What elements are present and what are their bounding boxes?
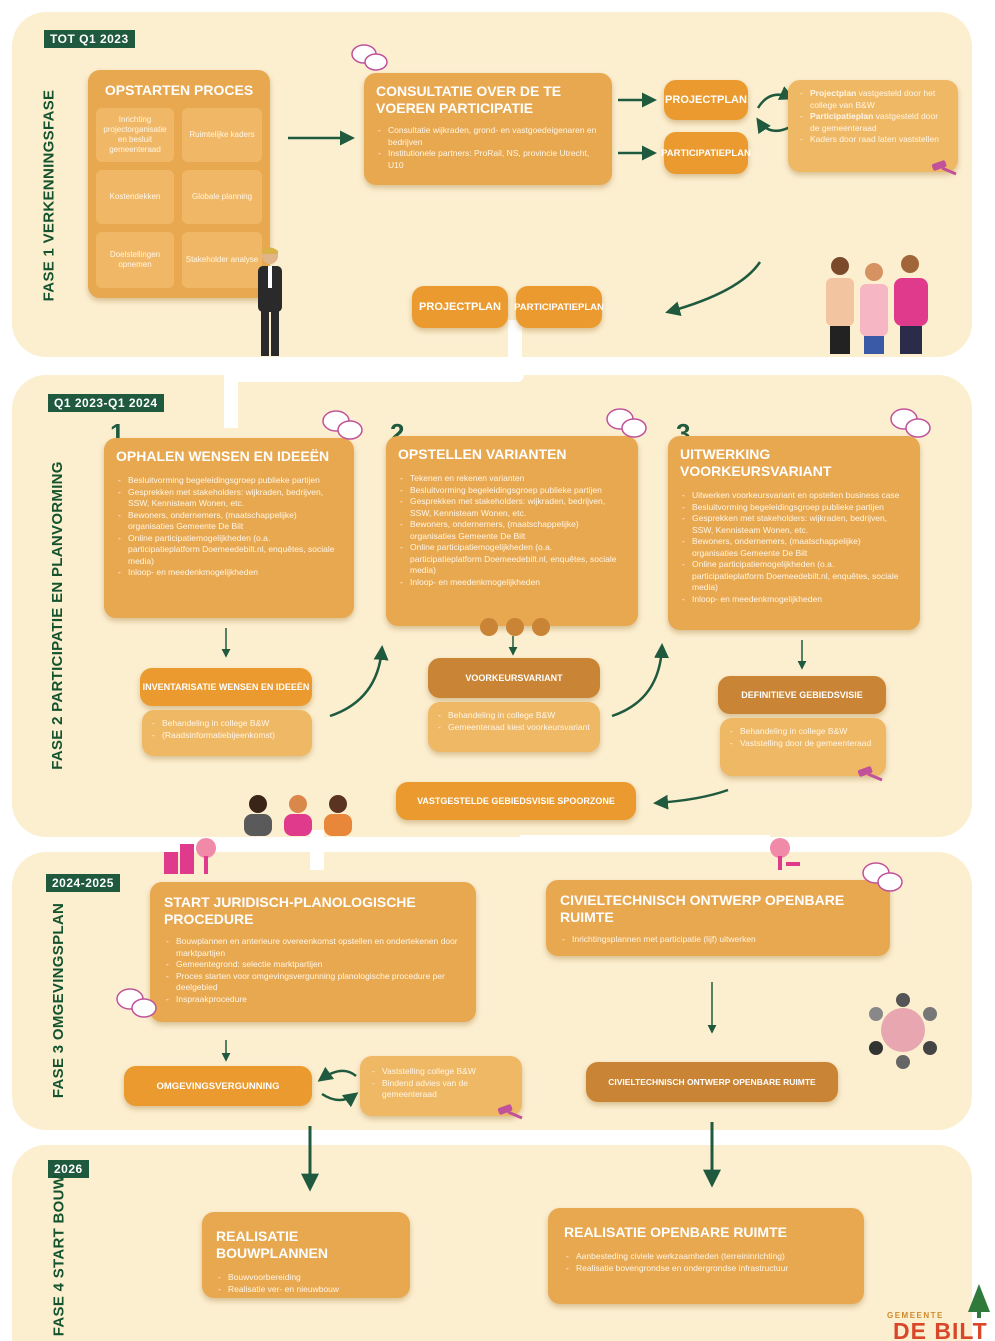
vaststelling-item: Participatieplan vastgesteld door de gem… (798, 111, 948, 134)
connector (310, 830, 324, 870)
vaststelling-item: Kaders door raad laten vaststellen (798, 134, 948, 146)
inventarisatie-besluit-box: Behandeling in college B&W (Raadsinforma… (142, 710, 312, 756)
voorkeursvariant-besluit-box: Behandeling in college B&W Gemeenteraad … (428, 702, 600, 752)
logo-gemeente: GEMEENTE (887, 1311, 944, 1320)
ophalen-item: Bewoners, ondernemers, (maatschappelijke… (116, 510, 342, 533)
speech-bubble-icon (890, 408, 931, 438)
variant-dot (532, 618, 550, 636)
bouw-item: Bouwvoorbereiding (216, 1272, 396, 1284)
varianten-item: Tekenen en rekenen varianten (398, 473, 626, 485)
juridisch-planologische-box: START JURIDISCH-PLANOLOGISCHE PROCEDURE … (150, 882, 476, 1022)
openbaar-item: Realisatie bovengrondse en ondergrondse … (564, 1263, 848, 1275)
definitieve-gebiedsvisie-box: DEFINITIEVE GEBIEDSVISIE (718, 676, 886, 714)
variant-dot (506, 618, 524, 636)
logo-de-bilt: DE BILT (893, 1318, 988, 1341)
consultatie-box: CONSULTATIE OVER DE TE VOEREN PARTICIPAT… (364, 73, 612, 185)
people-icon (244, 795, 352, 836)
phase-2-tag: Q1 2023-Q1 2024 (48, 394, 164, 412)
speech-bubble-icon (116, 988, 157, 1018)
businessman-icon (258, 247, 282, 356)
participatieplan-box-2: PARTICIPATIEPLAN (514, 286, 604, 328)
bouw-item: Realisatie ver- en nieuwbouw (216, 1284, 396, 1296)
civieltechnisch-ontwerp-box: CIVIELTECHNISCH ONTWERP OPENBARE RUIMTE … (546, 880, 890, 956)
meeting-table-icon (869, 993, 937, 1069)
uitwerking-item: Inloop- en meedenkmogelijkheden (680, 594, 908, 606)
vaststelling-box: Projectplan vastgesteld door het college… (788, 80, 958, 172)
projectplan-box: PROJECTPLAN (664, 80, 748, 120)
inventarisatie-box: INVENTARISATIE WENSEN EN IDEEËN (140, 668, 312, 706)
speech-bubble-icon (351, 44, 388, 71)
phase-1-tag: TOT Q1 2023 (44, 30, 135, 48)
ophalen-item: Online participatiemogelijkheden (o.a. p… (116, 533, 342, 568)
connector (224, 368, 524, 382)
speech-bubble-icon (606, 408, 647, 438)
connector (520, 835, 770, 847)
varianten-item: Inloop- en meedenkmogelijkheden (398, 577, 626, 589)
varianten-item: Gesprekken met stakeholders: wijkraden, … (398, 496, 626, 519)
people-group-icon (826, 255, 928, 354)
juridisch-item: Proces starten voor omgevingsvergunning … (164, 971, 462, 994)
varianten-item: Online participatiemogelijkheden (o.a. p… (398, 542, 626, 577)
realisatie-bouwplannen-box: REALISATIE BOUWPLANNEN Bouwvoorbereiding… (202, 1212, 410, 1298)
opstarten-cell: Ruimtelijke kaders (182, 108, 262, 162)
civieltechnisch-result-box: CIVIELTECHNISCH ONTWERP OPENBARE RUIMTE (586, 1062, 838, 1102)
openbaar-item: Aanbesteding civiele werkzaamheden (terr… (564, 1251, 848, 1263)
speech-bubble-icon (322, 410, 363, 440)
gavel-icon (497, 1104, 523, 1120)
ophalen-item: Besluitvorming begeleidingsgroep publiek… (116, 475, 342, 487)
variant-dot (480, 618, 498, 636)
omgevingsvergunning-box: OMGEVINGSVERGUNNING (124, 1066, 312, 1106)
opstarten-cell: Stakeholder analyse (182, 232, 262, 288)
connector (508, 320, 522, 380)
projectplan-box-2: PROJECTPLAN (412, 286, 508, 328)
uitwerking-item: Besluitvorming begeleidingsgroep publiek… (680, 502, 908, 514)
speech-bubble-icon (862, 862, 903, 892)
consultatie-item: Consultatie wijkraden, grond- en vastgoe… (376, 125, 600, 148)
tree-bench-icon (770, 838, 800, 870)
varianten-item: Bewoners, ondernemers, (maatschappelijke… (398, 519, 626, 542)
participatieplan-box: PARTICIPATIEPLAN (661, 132, 751, 174)
vaststelling-item: Projectplan vastgesteld door het college… (798, 88, 948, 111)
realisatie-openbare-ruimte-box: REALISATIE OPENBARE RUIMTE Aanbesteding … (548, 1208, 864, 1304)
civiel-item: Inrichtingsplannen met participatie (lij… (560, 934, 876, 946)
ophalen-wensen-box: OPHALEN WENSEN EN IDEEËN Besluitvorming … (104, 438, 354, 618)
uitwerking-item: Uitwerken voorkeursvariant en opstellen … (680, 490, 908, 502)
omgevingsvergunning-besluit-box: Vaststelling college B&W Bindend advies … (360, 1056, 522, 1116)
connector (224, 368, 238, 428)
gavel-icon (857, 766, 883, 782)
opstarten-cell: Inrichting projectorganisatie en besluit… (96, 108, 174, 162)
ophalen-item: Inloop- en meedenkmogelijkheden (116, 567, 342, 579)
opstarten-cell: Doelstellingen opnemen (96, 232, 174, 288)
juridisch-item: Inspraakprocedure (164, 994, 462, 1006)
varianten-item: Besluitvorming begeleidingsgroep publiek… (398, 485, 626, 497)
juridisch-item: Bouwplannen en anterieure overeenkomst o… (164, 936, 462, 959)
uitwerking-item: Online participatiemogelijkheden (o.a. p… (680, 559, 908, 594)
logo-tree-icon (968, 1284, 990, 1318)
gavel-icon (931, 160, 957, 176)
buildings-icon (164, 838, 216, 874)
opstellen-varianten-box: OPSTELLEN VARIANTEN Tekenen en rekenen v… (386, 436, 638, 626)
voorkeursvariant-box: VOORKEURSVARIANT (428, 658, 600, 698)
uitwerking-item: Bewoners, ondernemers, (maatschappelijke… (680, 536, 908, 559)
opstarten-cell: Globale planning (182, 170, 262, 224)
opstarten-cell: Kostendekken (96, 170, 174, 224)
phase-3-tag: 2024-2025 (46, 874, 120, 892)
gebiedsvisie-besluit-box: Behandeling in college B&W Vaststelling … (720, 718, 886, 776)
opstarten-proces-title: OPSTARTEN PROCES (104, 82, 254, 98)
juridisch-item: Gemeentegrond: selectie marktpartijen (164, 959, 462, 971)
uitwerking-voorkeursvariant-box: UITWERKING VOORKEURSVARIANT Uitwerken vo… (668, 436, 920, 630)
vastgestelde-gebiedsvisie-box: VASTGESTELDE GEBIEDSVISIE SPOORZONE (396, 782, 636, 820)
phase-4-tag: 2026 (48, 1160, 89, 1178)
uitwerking-item: Gesprekken met stakeholders: wijkraden, … (680, 513, 908, 536)
consultatie-title: CONSULTATIE OVER DE TE VOEREN PARTICIPAT… (376, 83, 562, 116)
consultatie-item: Institutionele partners: ProRail, NS, pr… (376, 148, 600, 171)
ophalen-item: Gesprekken met stakeholders: wijkraden, … (116, 487, 342, 510)
